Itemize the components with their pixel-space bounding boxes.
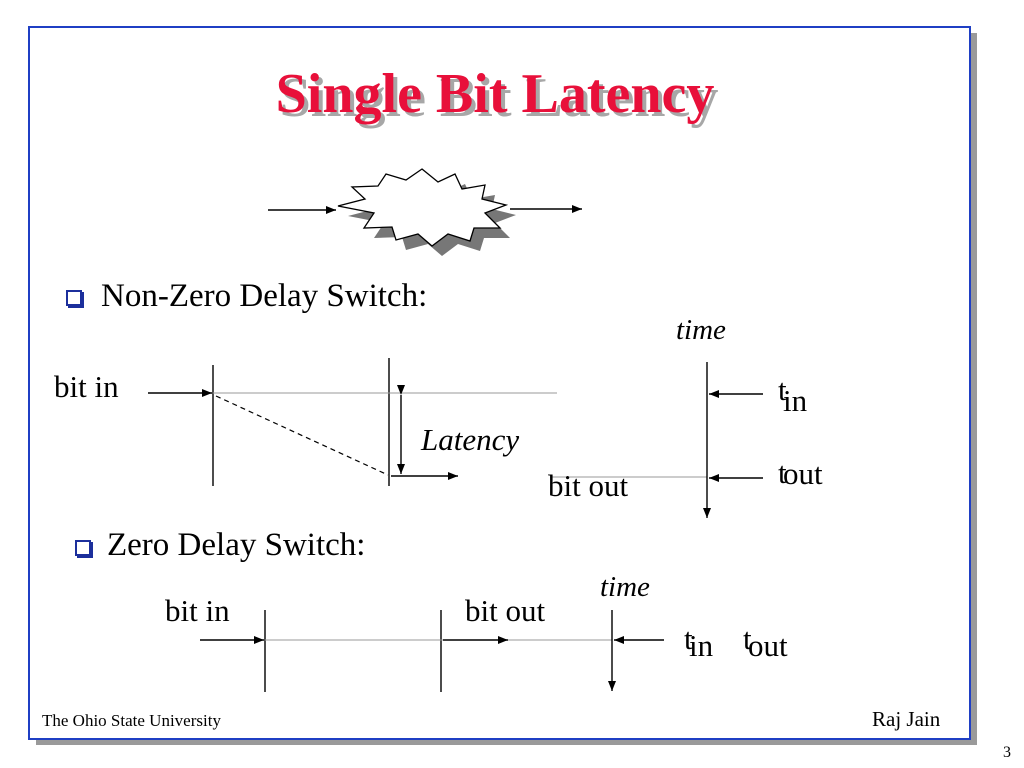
bullet-non-zero-delay: Non-Zero Delay Switch: bbox=[101, 278, 428, 314]
starburst bbox=[337, 168, 509, 247]
starburst-switch-icon bbox=[268, 168, 582, 256]
footer-university: The Ohio State University bbox=[42, 711, 221, 730]
t-in-letter: t bbox=[778, 372, 787, 407]
square-bullet-icon bbox=[66, 290, 82, 306]
page-number: 3 bbox=[1003, 744, 1011, 761]
zero-t-out-subscript: out bbox=[748, 628, 788, 663]
t-out-subscript: out bbox=[783, 456, 823, 491]
zero-time-label: time bbox=[600, 571, 650, 603]
bit-out-label: bit out bbox=[548, 468, 629, 503]
zero-t-in-subscript: in bbox=[689, 628, 714, 663]
zero-t-in-letter: t bbox=[684, 621, 693, 656]
latency-label: Latency bbox=[421, 422, 520, 457]
non-zero-delay-diagram bbox=[148, 358, 763, 518]
zero-delay-diagram bbox=[200, 610, 664, 692]
t-out-letter: t bbox=[778, 455, 787, 490]
square-bullet-icon bbox=[75, 540, 91, 556]
slide-title: Single Bit Latency bbox=[275, 63, 715, 125]
bit-in-label: bit in bbox=[54, 369, 119, 404]
propagation-dashed-line bbox=[215, 395, 389, 476]
slide-frame bbox=[28, 26, 971, 740]
footer-author: Raj Jain bbox=[872, 707, 941, 731]
t-in-subscript: in bbox=[783, 383, 808, 418]
zero-t-out-letter: t bbox=[743, 621, 752, 656]
bullet-zero-delay: Zero Delay Switch: bbox=[107, 527, 366, 563]
zero-bit-out-label: bit out bbox=[465, 593, 546, 628]
zero-bit-in-label: bit in bbox=[165, 593, 230, 628]
time-label: time bbox=[676, 314, 726, 346]
